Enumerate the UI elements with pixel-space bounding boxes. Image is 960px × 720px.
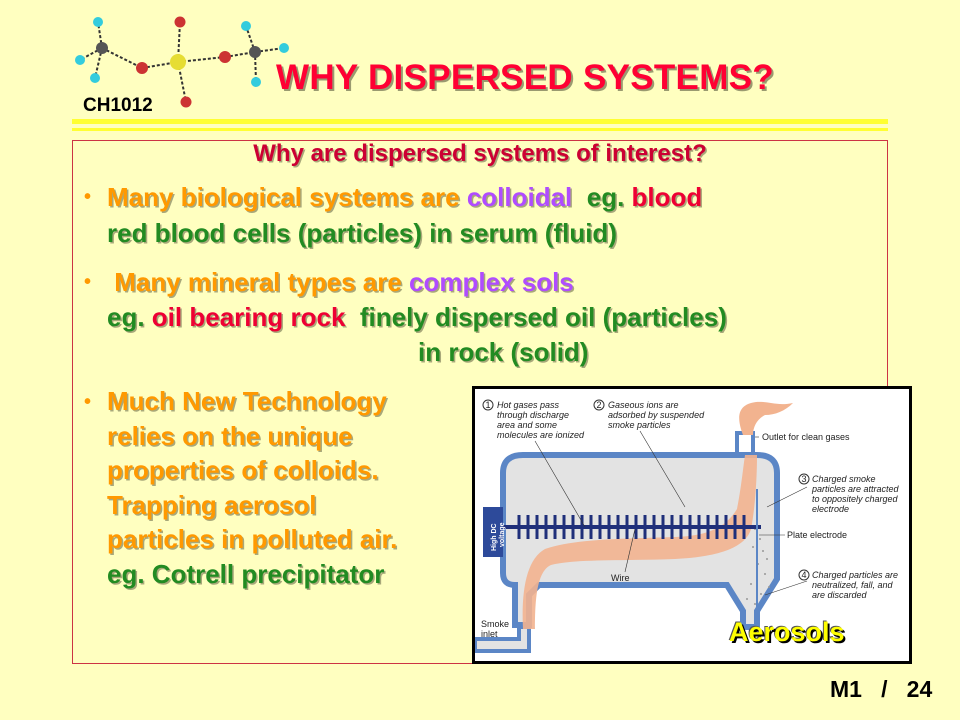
step1-line1: Hot gases pass <box>497 400 560 410</box>
bullet3-line1: Much New Technology <box>107 386 387 416</box>
step1-line2: through discharge <box>497 410 569 420</box>
step3-line4: electrode <box>812 504 849 514</box>
step4-number-circle <box>798 569 810 581</box>
precipitator-figure: High DC voltage 1 2 3 4 Hot gases pass t… <box>472 386 912 664</box>
bullet2-complex-sols: complex sols <box>409 267 574 297</box>
step2-line1: Gaseous ions are <box>608 400 679 410</box>
bullet2-dispersed-oil: finely dispersed oil (particles) <box>345 302 727 332</box>
step2-line3: smoke particles <box>608 420 671 430</box>
bullet3-example: eg. Cotrell precipitator <box>107 559 385 589</box>
plate-label: Plate electrode <box>787 530 847 540</box>
bullet2-oil-rock: oil bearing rock <box>151 302 346 332</box>
step4-line2: neutralized, fall, and <box>812 580 894 590</box>
bullet2-line1: Many mineral types are complex sols <box>107 267 574 298</box>
step3-line2: particles are attracted <box>811 484 900 494</box>
bullet1-line2: red blood cells (particles) in serum (fl… <box>107 218 617 248</box>
bullet2-line2: eg. oil bearing rock finely dispersed oi… <box>107 302 727 333</box>
wire-label: Wire <box>611 573 630 583</box>
bullet-marker: • <box>84 391 92 413</box>
step1-number-circle <box>482 399 494 411</box>
bullet-marker: • <box>84 186 92 208</box>
outlet-label: Outlet for clean gases <box>762 432 850 442</box>
step3-number: 3 <box>802 474 807 484</box>
clean-gas-plume <box>739 401 793 435</box>
content-subtitle: Why are dispersed systems of interest? <box>253 140 707 167</box>
smoke-inlet-label: Smoke <box>481 619 509 629</box>
step3-number-circle <box>798 473 810 485</box>
voltage-label: High DC <box>491 523 498 551</box>
title-divider-thick <box>72 119 888 124</box>
smoke-inlet-label-2: inlet <box>481 629 498 639</box>
smoke-flow <box>522 455 757 629</box>
course-code: CH1012 <box>83 95 153 116</box>
slide-title: WHY DISPERSED SYSTEMS? <box>276 58 774 97</box>
title-divider-thin <box>72 128 888 131</box>
bullet2-line3: in rock (solid) <box>418 337 589 367</box>
bullet1-colloidal: colloidal <box>466 182 573 212</box>
step2-number-circle <box>593 399 605 411</box>
voltage-label-2: voltage <box>499 522 506 547</box>
molecule-logo <box>75 16 289 108</box>
leader-lines <box>534 430 808 596</box>
step2-line2: adsorbed by suspended <box>608 410 705 420</box>
bullet1-eg: eg. <box>572 182 632 212</box>
bullet3-line4: Trapping aerosol <box>107 490 317 520</box>
bullet3-line3: properties of colloids. <box>107 455 379 485</box>
bullet1-text-a: Many biological systems are <box>107 182 467 212</box>
step1-number: 1 <box>486 400 491 410</box>
bullet-marker: • <box>84 271 92 293</box>
step4-line3: are discarded <box>812 590 868 600</box>
step4-number: 4 <box>802 570 807 580</box>
step1-line3: area and some <box>497 420 557 430</box>
step3-line3: to oppositely charged <box>812 494 899 504</box>
bullet3-line5: particles in polluted air. <box>107 524 398 554</box>
precipitator-diagram: High DC voltage 1 2 3 4 Hot gases pass t… <box>473 399 900 653</box>
discharge-electrodes <box>517 515 746 539</box>
step4-line1: Charged particles are <box>812 570 898 580</box>
bullet2-eg: eg. <box>107 302 152 332</box>
aerosols-label: Aerosols <box>729 617 845 647</box>
step3-line1: Charged smoke <box>812 474 876 484</box>
step1-line4: molecules are ionized <box>497 430 585 440</box>
bullet1-blood: blood <box>631 182 703 212</box>
bullet2-text-a: Many mineral types are <box>107 267 410 297</box>
voltage-box <box>483 507 503 557</box>
page-number: M1 / 24 <box>830 676 933 702</box>
bullet1-line1: Many biological systems are colloidal eg… <box>107 182 702 213</box>
step2-number: 2 <box>597 400 602 410</box>
bullet3-line2: relies on the unique <box>107 421 353 451</box>
